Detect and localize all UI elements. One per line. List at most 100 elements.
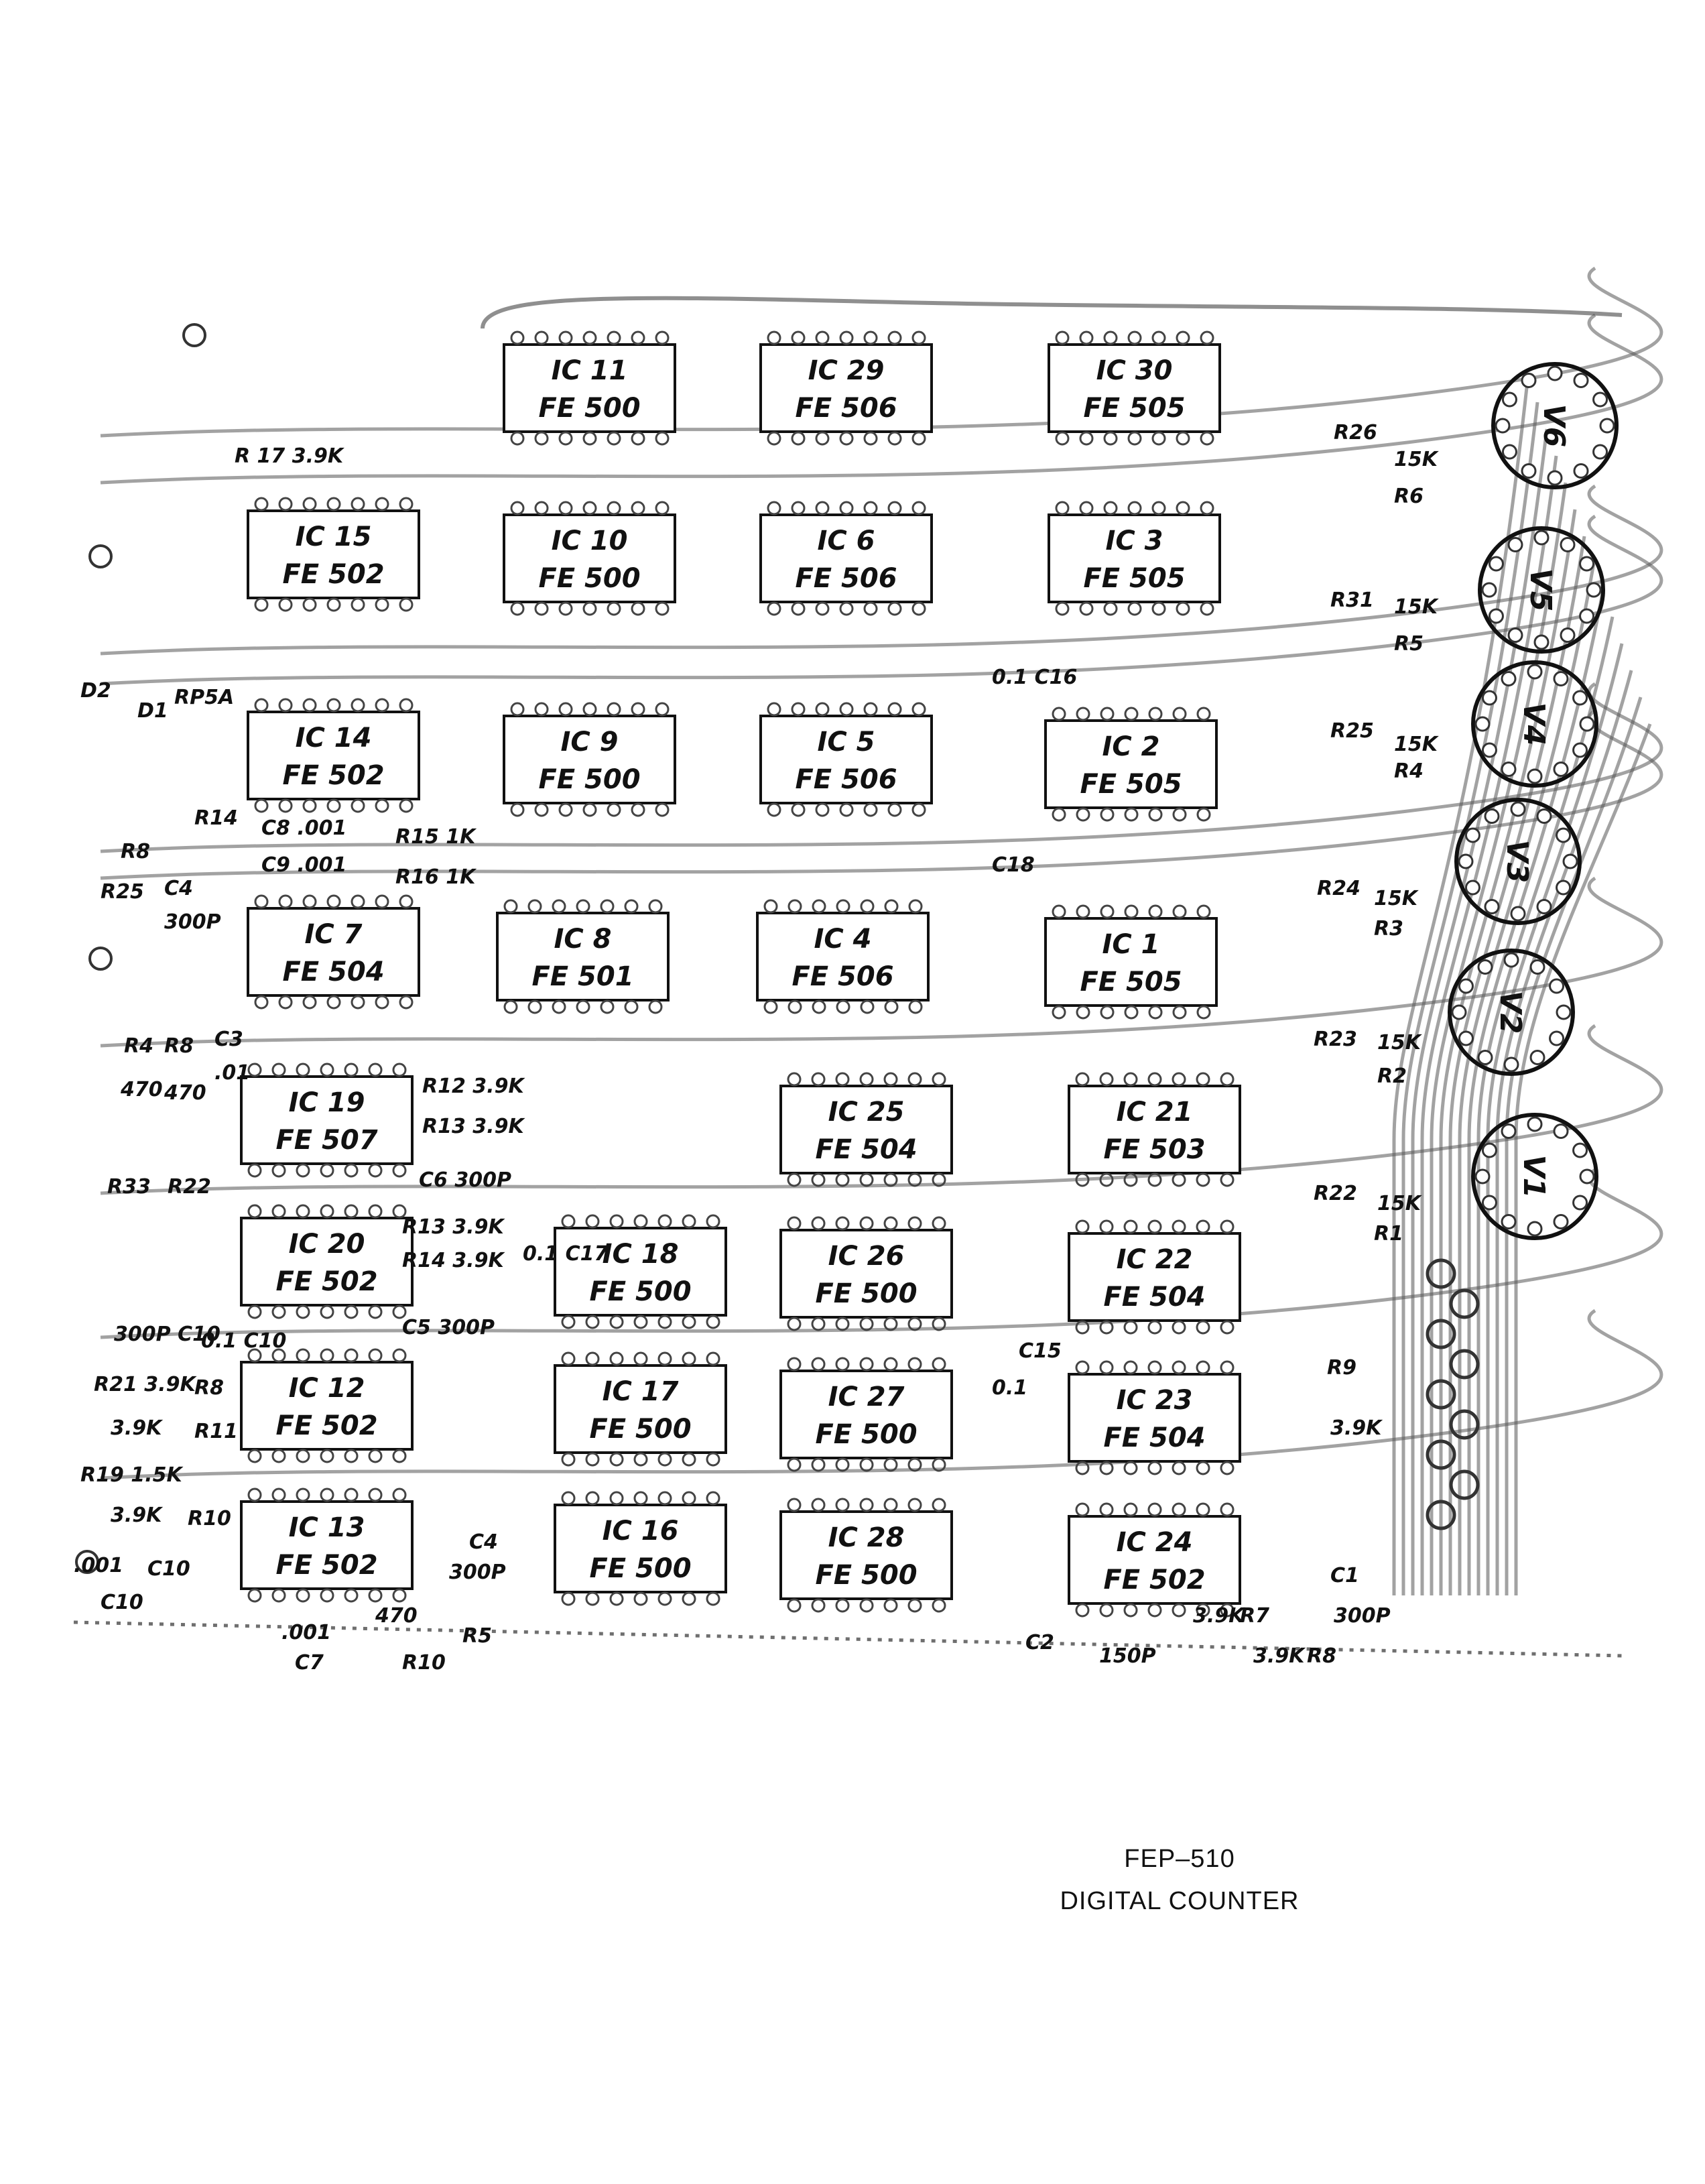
- component-label: R14: [194, 806, 238, 830]
- pcb-trace: [1458, 562, 1596, 1595]
- component-label: C9 .001: [261, 853, 346, 877]
- ic-pin-pad: [576, 899, 590, 914]
- ic-pin-pad: [375, 497, 389, 511]
- tube-pin: [1521, 463, 1537, 479]
- ic-pin-pad: [399, 597, 414, 612]
- tube-pin: [1507, 627, 1523, 644]
- ic-chip-outline: [779, 1085, 953, 1174]
- ic-chip-part: FE 500: [815, 1419, 917, 1450]
- tube-pin: [1527, 1221, 1543, 1237]
- tube-pin: [1481, 742, 1497, 758]
- tube-label: V4: [1517, 703, 1551, 746]
- ic-pin-pad: [392, 1488, 407, 1502]
- ic-pin-pad: [706, 1214, 720, 1229]
- ic-pin-pad: [624, 899, 639, 914]
- ic-pin-pad: [247, 1163, 262, 1178]
- component-label: RP5A: [174, 686, 234, 709]
- ic-pin-pad: [1172, 1005, 1187, 1020]
- ic-pin-pad: [392, 1204, 407, 1219]
- ic-pin-pad: [815, 501, 830, 515]
- ic-pin-pad: [811, 1172, 826, 1187]
- ic-pin-pad: [1172, 807, 1187, 822]
- ic-chip-ref: IC 15: [296, 522, 372, 552]
- ic-pin-pad: [534, 802, 549, 817]
- ic-pin-pad: [1076, 807, 1090, 822]
- component-label: 300P: [1334, 1604, 1391, 1628]
- ic-pin-pad: [767, 330, 781, 345]
- ic-pin-pad: [320, 1163, 334, 1178]
- tube-pin: [1529, 959, 1545, 975]
- ic-pin-pad: [1147, 1072, 1162, 1087]
- tube-pin: [1458, 1030, 1474, 1046]
- ic-pin-pad: [631, 431, 645, 446]
- ic-pin-pad: [657, 1351, 672, 1366]
- ic-chip-outline: [759, 513, 933, 603]
- tube-pin: [1556, 827, 1572, 843]
- ic-pin-pad: [1103, 501, 1118, 515]
- ic-pin-pad: [326, 798, 341, 813]
- ic-chip-outline: [759, 343, 933, 433]
- tube-pin: [1573, 372, 1589, 388]
- ic-pin-pad: [278, 497, 293, 511]
- ic-chip-ref: IC 29: [808, 355, 885, 386]
- ic-pin-pad: [908, 999, 923, 1014]
- component-label: 15K: [1377, 1031, 1423, 1054]
- ic-pin-pad: [320, 1588, 334, 1603]
- ic-pin-pad: [859, 1457, 874, 1472]
- ic-pin-pad: [1052, 807, 1066, 822]
- ic-pin-pad: [1220, 1603, 1235, 1618]
- ic-pin-pad: [791, 501, 806, 515]
- ic-pin-pad: [1220, 1360, 1235, 1375]
- ic-pin-pad: [296, 1488, 310, 1502]
- ic-chip-ref: IC 4: [814, 924, 872, 955]
- ic-chip-part: FE 502: [1103, 1565, 1205, 1595]
- ic-pin-pad: [1196, 1005, 1211, 1020]
- ic-pin-pad: [1127, 330, 1142, 345]
- component-label: R22: [1314, 1182, 1357, 1205]
- ic-pin-pad: [552, 899, 566, 914]
- tube-outline: [1471, 660, 1598, 788]
- tube-outline: [1478, 526, 1605, 654]
- ic-pin-pad: [254, 995, 269, 1010]
- ic-pin-pad: [302, 894, 317, 909]
- ic-pin-pad: [682, 1214, 696, 1229]
- ic-pin-pad: [682, 1315, 696, 1329]
- ic-pin-pad: [278, 698, 293, 713]
- tube-pin: [1527, 768, 1543, 784]
- ic-pin-pad: [1124, 1005, 1139, 1020]
- ic-pin-pad: [655, 431, 670, 446]
- ic-pin-pad: [655, 501, 670, 515]
- pcb-trace: [1439, 509, 1577, 1595]
- ic-pin-pad: [1200, 431, 1214, 446]
- ic-chip-part: FE 502: [275, 1550, 377, 1581]
- ic-chip-part: FE 503: [1103, 1134, 1205, 1165]
- ic-pin-pad: [835, 1172, 850, 1187]
- tube-pin: [1572, 742, 1588, 758]
- component-label: .001: [74, 1554, 123, 1577]
- ic-pin-pad: [302, 995, 317, 1010]
- ic-pin-pad: [609, 1491, 624, 1506]
- ic-pin-pad: [812, 999, 826, 1014]
- ic-pin-pad: [655, 601, 670, 616]
- ic-pin-pad: [392, 1063, 407, 1077]
- component-label: R25: [1330, 719, 1374, 743]
- ic-pin-pad: [859, 1598, 874, 1613]
- ic-pin-pad: [811, 1357, 826, 1372]
- ic-pin-pad: [375, 597, 389, 612]
- tube-label: V5: [1523, 568, 1558, 612]
- ic-pin-pad: [863, 330, 878, 345]
- ic-chip-part: FE 505: [1080, 769, 1182, 800]
- ic-pin-pad: [1196, 807, 1211, 822]
- tube-pin: [1547, 470, 1563, 486]
- ic-pin-pad: [582, 702, 597, 717]
- ic-pin-pad: [368, 1204, 383, 1219]
- ic-chip: IC 6FE 506: [759, 501, 933, 616]
- ic-pin-pad: [607, 702, 621, 717]
- ic-pin-pad: [534, 330, 549, 345]
- tube-pin: [1501, 1123, 1517, 1139]
- tube-pin: [1510, 801, 1526, 817]
